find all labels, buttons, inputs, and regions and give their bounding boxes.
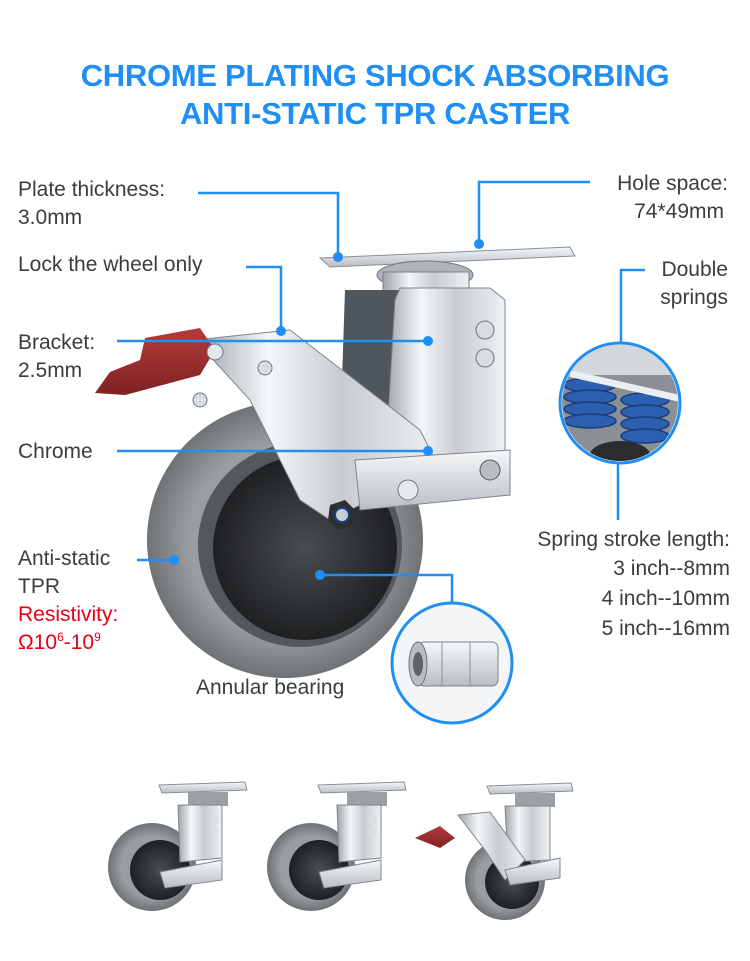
bearing-inset — [390, 601, 514, 725]
spring-inset — [558, 341, 682, 465]
title-line-2: ANTI-STATIC TPR CASTER — [179, 96, 571, 131]
anti-static-label: Anti-static — [18, 547, 111, 570]
top-plate — [318, 246, 576, 268]
resistivity-exponent-low: 6 — [57, 630, 64, 644]
lock-pedal — [95, 328, 215, 395]
main-caster — [95, 246, 576, 678]
leader-lines — [117, 180, 645, 603]
resistivity-base: Ω10 — [18, 631, 58, 654]
gallery-caster-1 — [108, 781, 248, 911]
lock-wheel-label: Lock the wheel only — [18, 253, 203, 276]
hole-space-label: Hole space: — [617, 172, 728, 195]
leader-dots — [169, 239, 484, 580]
bracket-label: Bracket: — [18, 331, 96, 354]
plate-thickness-value: 3.0mm — [18, 206, 83, 229]
resistivity-range-sep: -10 — [63, 631, 95, 654]
resistivity-label: Resistivity: — [18, 603, 119, 626]
chrome-label: Chrome — [18, 440, 93, 463]
double-springs-label-2: springs — [660, 286, 728, 309]
bracket-value: 2.5mm — [18, 359, 83, 382]
annular-bearing-label: Annular bearing — [196, 676, 345, 699]
spring-stroke-5inch: 5 inch--16mm — [601, 617, 730, 640]
spring-stroke-3inch: 3 inch--8mm — [613, 557, 730, 580]
tpr-label: TPR — [18, 575, 60, 598]
gallery-caster-3 — [415, 782, 574, 920]
resistivity-exponent-high: 9 — [94, 630, 101, 644]
gallery — [108, 781, 574, 920]
plate-thickness-label: Plate thickness: — [18, 178, 166, 201]
gallery-caster-2 — [267, 781, 407, 911]
double-springs-label-1: Double — [661, 258, 728, 281]
title-line-1: CHROME PLATING SHOCK ABSORBING — [80, 58, 670, 93]
resistivity-value: Ω106-109 — [18, 629, 101, 657]
spring-stroke-4inch: 4 inch--10mm — [601, 587, 730, 610]
spring-stroke-heading: Spring stroke length: — [537, 528, 730, 551]
hole-space-value: 74*49mm — [634, 200, 724, 223]
